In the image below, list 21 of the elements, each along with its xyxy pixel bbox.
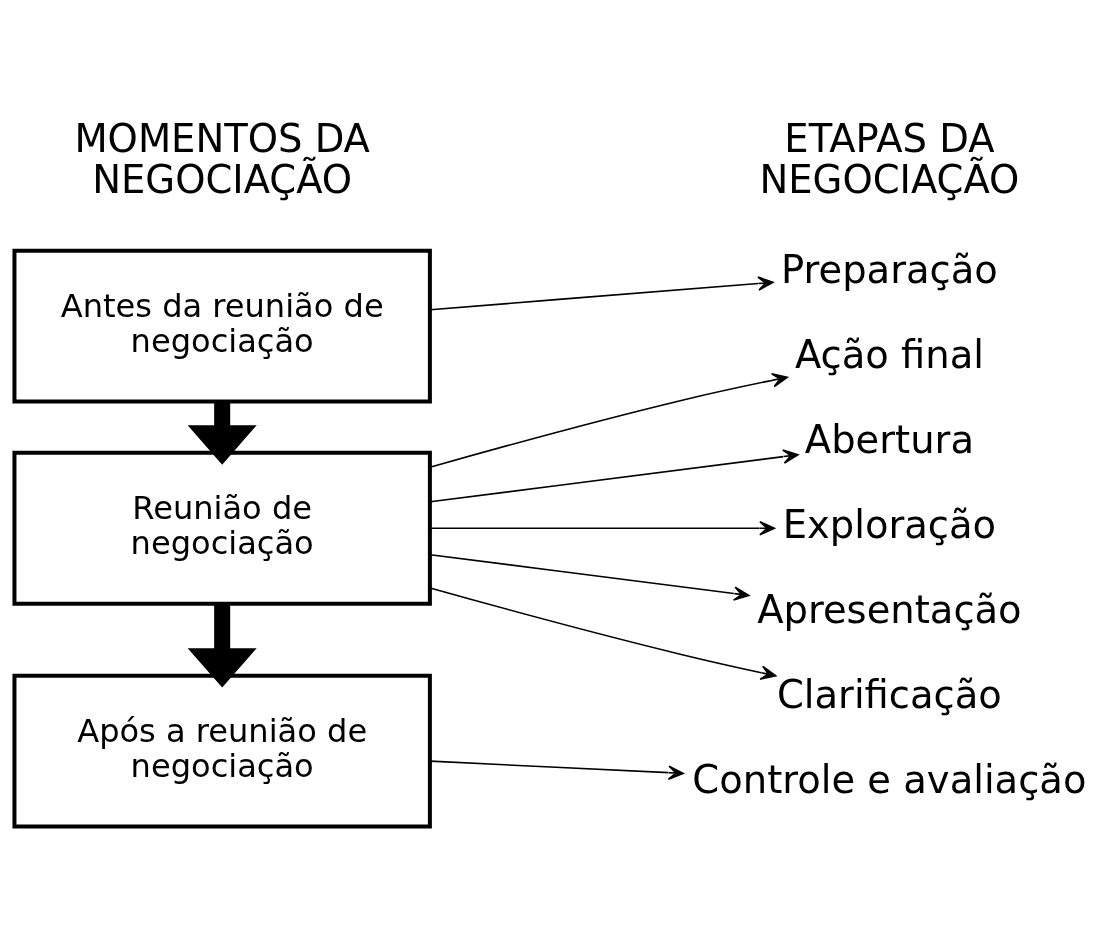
arrow	[429, 372, 788, 468]
arrow	[187, 401, 257, 465]
node-text: Ação final	[794, 331, 984, 377]
arrow	[429, 275, 774, 310]
arrow	[429, 520, 776, 536]
node-text: Controle e avaliação	[692, 756, 1087, 802]
label: MOMENTOS DA NEGOCIAÇÃO	[74, 115, 370, 202]
node-text: Preparação	[780, 246, 998, 292]
arrow	[429, 586, 777, 680]
arrow	[187, 603, 257, 688]
label: ETAPAS DA NEGOCIAÇÃO	[759, 115, 1020, 202]
node-text: Clarificação	[776, 671, 1002, 717]
node-text: Exploração	[782, 501, 997, 547]
node-text: Abertura	[804, 416, 974, 462]
node-text: Apresentação	[757, 586, 1022, 632]
node-box: Após a reunião de negociação	[12, 673, 432, 829]
arrow	[429, 448, 799, 503]
arrow	[429, 553, 750, 601]
node-box: Reunião de negociação	[12, 450, 432, 606]
arrow	[429, 759, 684, 780]
node-box: Antes da reunião de negociação	[12, 248, 432, 404]
